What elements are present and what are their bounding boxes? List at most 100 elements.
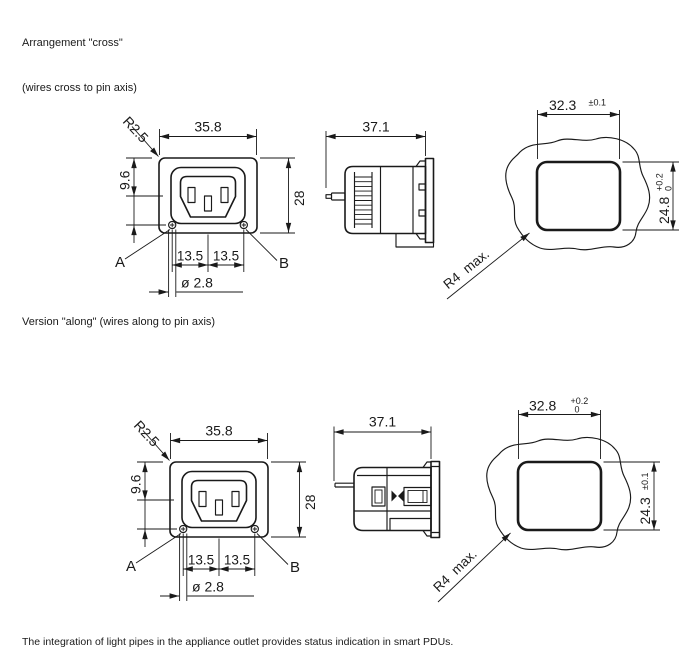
dim-cutout-radius: R4 max.: [440, 232, 530, 300]
dim-hole-pitch-left-label: 13.5: [177, 249, 203, 264]
outlet-recess: [181, 470, 257, 529]
dim-hole-diameter-label: ø 2.8: [192, 579, 224, 595]
solder-terminal-pin: [325, 192, 346, 201]
cross-front-view: 35.8 R2.5 9.6 28: [115, 113, 307, 297]
body-part-lines: [379, 166, 414, 234]
dim-cutout-width-tolerance: ±0.1: [589, 98, 606, 108]
dim-width-label: 35.8: [194, 119, 221, 135]
heading-cross-line2: (wires cross to pin axis): [22, 82, 137, 94]
dim-hole-pitch-right-label: 13.5: [213, 249, 239, 264]
dim-depth-label: 37.1: [369, 414, 396, 430]
footer-note: The integration of light pipes in the ap…: [22, 636, 454, 648]
dim-width: 35.8: [170, 423, 268, 459]
c13-face: [190, 479, 248, 522]
dim-depth-label: 37.1: [362, 119, 389, 135]
dim-height-label: 28: [302, 494, 318, 510]
dim-depth: 37.1: [333, 414, 432, 481]
c13-contact-slots: [198, 490, 240, 516]
cutout-opening: [516, 460, 603, 532]
dim-hole-pitch: 13.5 13.5: [182, 533, 256, 576]
c13-face: [179, 175, 237, 218]
dim-width: 35.8: [159, 119, 257, 155]
dim-corner-radius-label: R2.5: [131, 417, 163, 450]
outlet-recess: [170, 166, 246, 225]
dim-cutout-height: 24.8 +0.2 0: [622, 161, 679, 231]
dim-height: 28: [271, 461, 318, 538]
heading-cross-line1: Arrangement "cross": [22, 37, 123, 49]
dim-cutout-height-label: 24.3: [637, 497, 653, 524]
dim-top-offset: 9.6: [117, 157, 166, 243]
dim-cutout-width-tol-lower: 0: [575, 405, 580, 415]
dim-cutout-height-tolerance: ±0.1: [640, 473, 650, 490]
dim-height: 28: [260, 157, 307, 234]
cross-side-view: 37.1: [325, 119, 435, 248]
dim-cutout-width: 32.3 ±0.1: [537, 97, 620, 159]
wire-exit: [334, 482, 354, 488]
dim-top-offset-label: 9.6: [128, 474, 144, 494]
connector-body: [353, 466, 432, 532]
cutout-opening: [535, 160, 622, 232]
dim-hole-diameter: ø 2.8: [160, 533, 254, 601]
hole-label-a: A: [126, 558, 136, 575]
dim-cutout-width-tol-upper: +0.2: [571, 396, 589, 406]
dim-height-label: 28: [291, 190, 307, 206]
version-along-heading: Version "along" (wires along to pin axis…: [22, 316, 216, 328]
dim-cutout-radius-r: R4: [430, 572, 453, 595]
snap-hooks: [415, 160, 426, 240]
dim-top-offset: 9.6: [128, 461, 177, 547]
dim-top-offset-label: 9.6: [117, 170, 133, 190]
dim-cutout-radius-max: max.: [448, 546, 479, 577]
dim-cutout-height: 24.3 ±0.1: [603, 461, 660, 531]
panel-torn-edge: [505, 136, 651, 251]
dim-corner-radius: R2.5: [131, 417, 170, 461]
dim-hole-diameter: ø 2.8: [149, 229, 243, 297]
flange-notch-bottom: [418, 209, 427, 217]
dim-hole-pitch: 13.5 13.5: [171, 229, 245, 272]
dim-cutout-height-tol-lower: 0: [664, 186, 674, 191]
outlet-flange: [169, 461, 269, 538]
dim-hole-pitch-right-label: 13.5: [224, 553, 250, 568]
hole-callouts: A B: [115, 229, 289, 272]
dim-depth: 37.1: [325, 119, 426, 188]
ribbed-section: [353, 172, 373, 228]
flange-notch-lines: [431, 465, 440, 534]
outlet-flange: [158, 157, 258, 234]
cross-cutout-view: 32.3 ±0.1 24.8 +0.2 0 R4: [440, 97, 679, 300]
latch-mechanism: [371, 486, 432, 507]
mounting-flange-plate: [424, 157, 435, 244]
dim-cutout-height-label: 24.8: [656, 197, 672, 224]
bottom-step: [389, 517, 431, 531]
flange-notch-top: [418, 183, 427, 191]
dim-hole-pitch-left-label: 13.5: [188, 553, 214, 568]
along-cutout-view: 32.8 +0.2 0 24.3 ±0.1 R4 max.: [430, 396, 660, 603]
dim-cutout-width-label: 32.8: [529, 398, 556, 414]
dim-hole-diameter-label: ø 2.8: [181, 275, 213, 291]
hole-label-b: B: [290, 559, 300, 576]
screw-hole-right: [250, 524, 259, 534]
screw-hole-right: [239, 220, 248, 230]
arrangement-cross-heading: Arrangement "cross" (wires cross to pin …: [22, 6, 137, 126]
dim-corner-radius: R2.5: [120, 113, 159, 157]
dim-cutout-height-tol-upper: +0.2: [655, 173, 665, 191]
along-side-view: 37.1: [333, 414, 441, 539]
dim-width-label: 35.8: [205, 423, 232, 439]
dim-cutout-radius-max: max.: [460, 246, 492, 276]
screw-hole-left: [168, 220, 177, 230]
mounting-flange-plate: [430, 460, 441, 539]
bottom-foot: [395, 233, 435, 248]
snap-hooks: [422, 461, 431, 537]
screw-hole-left: [179, 524, 188, 534]
hole-callouts: A B: [126, 533, 300, 576]
connector-body: [344, 165, 427, 235]
hole-label-a: A: [115, 254, 125, 271]
dim-cutout-width: 32.8 +0.2 0: [518, 396, 601, 459]
panel-torn-edge: [486, 436, 632, 551]
hole-label-b: B: [279, 255, 289, 272]
dim-cutout-width-label: 32.3: [549, 97, 576, 113]
dim-corner-radius-label: R2.5: [120, 113, 152, 146]
along-front-view: 35.8 R2.5 9.6 28: [126, 417, 318, 601]
c13-contact-slots: [187, 186, 229, 212]
body-part-lines: [354, 467, 431, 531]
